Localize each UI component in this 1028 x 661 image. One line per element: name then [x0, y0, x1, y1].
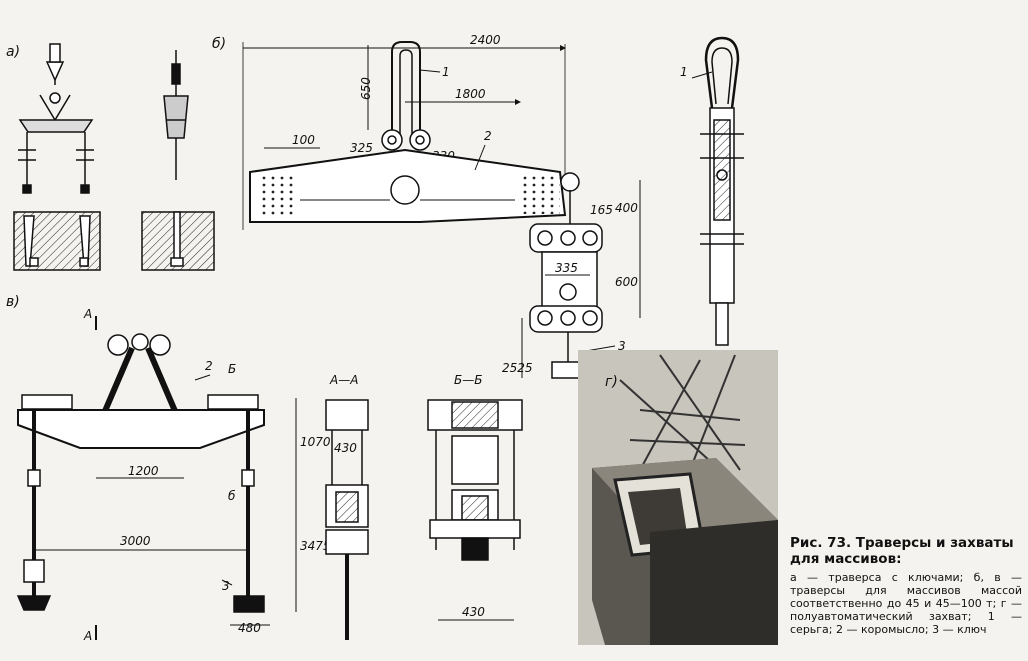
panel-v-label: в)	[6, 294, 20, 310]
dim-3000: 3000	[120, 534, 151, 548]
figure-caption: Рис. 73. Траверсы и захваты для массивов…	[790, 535, 1022, 636]
dim-165: 165	[590, 203, 613, 217]
section-view-AA: А—А 430	[325, 373, 369, 640]
dim-325: 325	[350, 141, 373, 155]
label-2-beam-v: 2	[205, 359, 213, 373]
dim-2525: 2525	[502, 361, 533, 375]
dim-1200: 1200	[128, 464, 159, 478]
panel-g-label: г)	[605, 374, 618, 390]
view-AA-title: А—А	[329, 373, 358, 387]
view-BB-title: Б—Б	[454, 373, 482, 387]
label-3-key: 3	[618, 339, 626, 353]
label-3-key-v: 3	[222, 579, 230, 593]
section-A-top: А	[83, 307, 92, 321]
dim-400: 400	[615, 201, 638, 215]
side-view: 1	[680, 36, 744, 346]
label-2-beam: 2	[484, 129, 492, 143]
panel-g-photo: г)	[578, 350, 778, 645]
dim-2400: 2400	[470, 33, 501, 47]
panel-b: б) 2400 1800 650 325 330 100 359 1	[212, 33, 641, 379]
dim-600: 600	[615, 275, 638, 289]
dim-335: 335	[555, 261, 578, 275]
panel-v: в) А А 2 3 Б б 1200 1070	[6, 294, 331, 643]
section-A-bottom: А	[83, 629, 92, 643]
panel-b-label: б)	[212, 36, 226, 52]
dim-480: 480	[238, 621, 261, 635]
dim-1070: 1070	[300, 435, 331, 449]
panel-a-label: а)	[6, 44, 20, 60]
dim-430-aa: 430	[334, 441, 357, 455]
label-1-side: 1	[680, 65, 688, 79]
panel-a: а)	[6, 43, 215, 271]
section-B: Б	[228, 362, 236, 376]
dim-3475: 3475	[300, 539, 331, 553]
section-B-small: б	[228, 489, 236, 503]
caption-title: Рис. 73. Траверсы и захваты для массивов…	[790, 535, 1014, 567]
dim-100: 100	[292, 133, 315, 147]
dim-650: 650	[359, 77, 373, 100]
dim-430-bb: 430	[462, 605, 485, 619]
caption-legend: а — траверса с ключами; б, в — траверсы …	[790, 571, 1022, 636]
section-view-BB: Б—Б 430	[427, 373, 523, 621]
dim-1800: 1800	[455, 87, 486, 101]
label-1-shackle: 1	[442, 65, 450, 79]
